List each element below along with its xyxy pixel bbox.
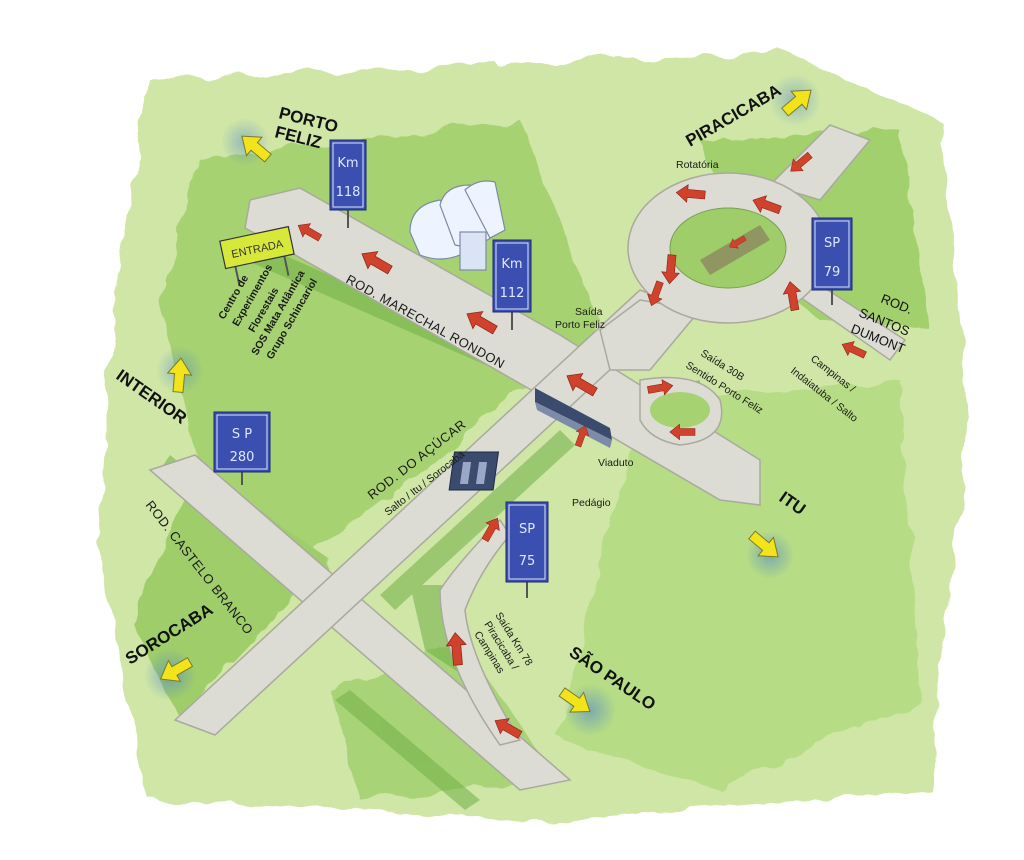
pedagio-label: Pedágio xyxy=(572,497,611,509)
sign-text: 112 xyxy=(500,286,525,301)
sign-sp280: S P 280 xyxy=(213,411,271,485)
destination-arrows xyxy=(144,74,821,736)
place-labels: Rotatória Saída Porto Feliz Saída 30B Se… xyxy=(216,159,765,676)
sign-text: 280 xyxy=(230,450,255,465)
sign-km112: Km 112 xyxy=(492,239,532,330)
sign-text: Km xyxy=(337,156,358,171)
saida-porto-feliz-label: Porto Feliz xyxy=(555,319,605,331)
sign-text: SP xyxy=(519,522,535,537)
sign-km118: Km 118 xyxy=(329,139,367,228)
sign-entrada: ENTRADA xyxy=(219,225,295,287)
greenhouses xyxy=(409,180,506,271)
rotatoria-label: Rotatória xyxy=(676,159,719,171)
highway-signs: Km 118 Km 112 SP 79 S P 280 xyxy=(213,139,853,598)
toll-booth xyxy=(448,451,500,491)
viaduct xyxy=(535,388,612,448)
saida-porto-feliz-label: Saída xyxy=(575,306,603,318)
loop-grass xyxy=(650,392,710,428)
sign-text: S P xyxy=(232,427,252,442)
sign-text: Km xyxy=(501,257,522,272)
sign-text: SP xyxy=(824,236,840,251)
sign-sp79: SP 79 xyxy=(811,217,853,305)
sign-text: 79 xyxy=(824,265,841,280)
sign-text: 118 xyxy=(336,185,361,200)
sign-sp75: SP 75 xyxy=(505,501,549,598)
sign-text: 75 xyxy=(519,554,536,569)
viaduto-label: Viaduto xyxy=(598,457,634,469)
